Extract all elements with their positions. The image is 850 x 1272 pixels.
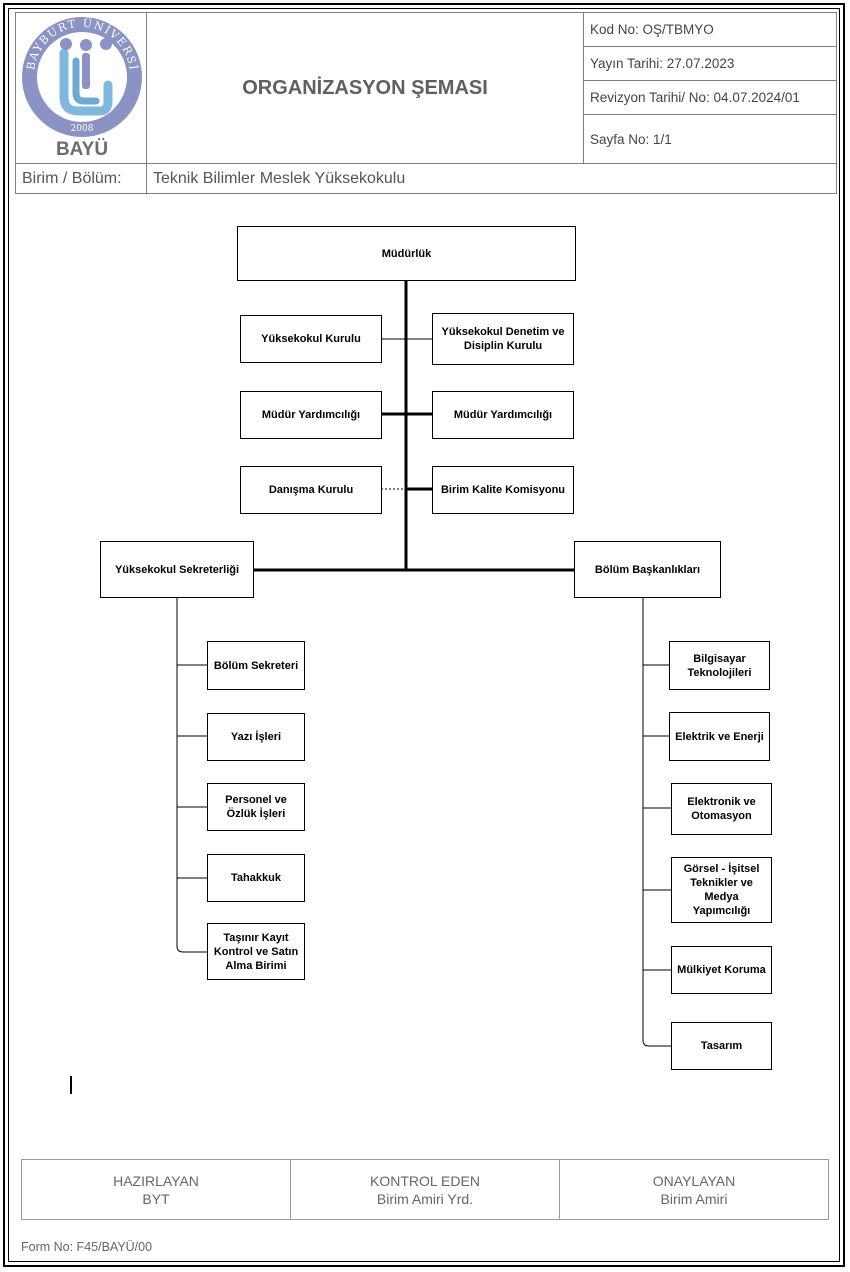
university-seal-icon: BAYBURT ÜNİVERSİTESİ 2008 BAYÜ [11,2,142,160]
right-bracket [642,597,671,1047]
box-tasinir-kayit-kontrol: Taşınır Kayıt Kontrol ve Satın Alma Biri… [207,923,305,980]
prepared-by: BYT [142,1190,170,1207]
page-number: Sayfa No: 1/1 [583,114,837,164]
checked-by: Birim Amiri Yrd. [376,1190,474,1207]
approved-title: ONAYLAYAN [652,1172,736,1189]
box-yuksekokul-sekreterligi: Yüksekokul Sekreterliği [100,541,254,598]
box-elektronik-otomasyon: Elektronik ve Otomasyon [671,783,772,835]
logo-abbreviation: BAYÜ [56,139,108,160]
box-birim-kalite-komisyonu: Birim Kalite Komisyonu [432,466,574,514]
box-yuksekokul-kurulu: Yüksekokul Kurulu [240,315,382,363]
box-tahakkuk: Tahakkuk [207,854,305,902]
box-denetim-disiplin-kurulu: Yüksekokul Denetim ve Disiplin Kurulu [432,313,574,365]
signature-table: HAZIRLAYAN BYT KONTROL EDEN Birim Amiri … [21,1159,829,1220]
document-title: ORGANİZASYON ŞEMASI [146,12,584,164]
document-header: BAYBURT ÜNİVERSİTESİ 2008 BAYÜ ORGANİZAS… [11,2,837,194]
box-bilgisayar-teknolojileri: Bilgisayar Teknolojileri [669,641,770,690]
code-number: Kod No: OŞ/TBMYO [583,11,837,48]
text-cursor [70,1076,72,1094]
university-logo: BAYBURT ÜNİVERSİTESİ 2008 BAYÜ [11,2,146,163]
logo-cell: BAYBURT ÜNİVERSİTESİ 2008 BAYÜ [11,2,147,164]
box-yazi-isleri: Yazı İşleri [207,713,305,761]
box-mudurluk: Müdürlük [237,226,576,281]
page-border-inner [8,8,840,1262]
page-border-outer [3,3,845,1267]
checked-cell: KONTROL EDEN Birim Amiri Yrd. [290,1159,560,1220]
approved-cell: ONAYLAYAN Birim Amiri [559,1159,829,1220]
logo-year: 2008 [71,124,94,134]
prepared-cell: HAZIRLAYAN BYT [21,1159,291,1220]
box-mudur-yardimciligi-left: Müdür Yardımcılığı [240,391,382,439]
revision-info: Revizyon Tarihi/ No: 04.07.2024/01 [583,80,837,116]
unit-label: Birim / Bölüm: [15,163,147,194]
form-number: Form No: F45/BAYÜ/00 [21,1240,153,1254]
org-chart-connectors [176,280,672,1047]
left-bracket [176,597,208,953]
box-mudur-yardimciligi-right: Müdür Yardımcılığı [432,391,574,439]
box-personel-ozluk-isleri: Personel ve Özlük İşleri [207,783,305,831]
unit-value: Teknik Bilimler Meslek Yüksekokulu [146,163,837,194]
box-danisma-kurulu: Danışma Kurulu [240,466,382,514]
prepared-title: HAZIRLAYAN [113,1172,199,1189]
box-mulkiyet-koruma: Mülkiyet Koruma [671,946,772,994]
checked-title: KONTROL EDEN [370,1172,480,1189]
box-bolum-sekreteri: Bölüm Sekreteri [207,641,305,690]
box-tasarim: Tasarım [671,1022,772,1070]
box-gorsel-isitsel-teknikler: Görsel - İşitsel Teknikler ve Medya Yapı… [671,857,772,923]
publish-date: Yayın Tarihi: 27.07.2023 [583,46,837,82]
approved-by: Birim Amiri [660,1190,728,1207]
box-bolum-baskanliklari: Bölüm Başkanlıkları [574,541,721,598]
box-elektrik-enerji: Elektrik ve Enerji [669,712,770,761]
